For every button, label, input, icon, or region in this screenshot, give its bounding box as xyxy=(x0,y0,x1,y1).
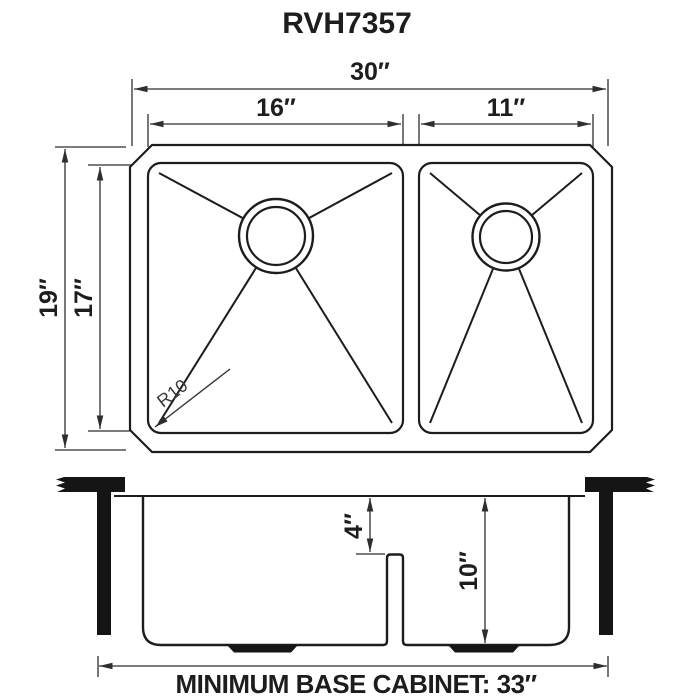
dim-label-bowl-vertical-depth: 10″ xyxy=(455,551,483,591)
dim-overall-width: 30″ xyxy=(131,58,609,146)
countertop-right-section xyxy=(585,477,655,492)
model-number-title: RVH7357 xyxy=(282,7,412,40)
front-section-view: 4″ 10″ MINIMUM BASE CABINET: 33″ xyxy=(56,477,655,699)
sink-outer-rim xyxy=(128,143,614,454)
cabinet-left-panel xyxy=(97,492,111,635)
dim-base-cabinet: MINIMUM BASE CABINET: 33″ xyxy=(97,656,609,699)
dim-overall-depth: 19″ xyxy=(35,146,126,451)
dim-bowl-vertical-depth: 10″ xyxy=(455,498,489,643)
dim-label-bowl-depth: 17″ xyxy=(70,278,98,318)
left-drain-inner xyxy=(245,205,307,267)
left-bowl-outline xyxy=(146,161,405,435)
radius-leader-line xyxy=(154,368,231,428)
dim-label-left-bowl-width: 16″ xyxy=(256,94,296,122)
right-drain-fitting xyxy=(448,645,520,653)
sink-section-profile xyxy=(141,496,571,647)
countertop-left-section xyxy=(56,477,125,492)
dim-left-bowl-width: 16″ xyxy=(147,94,404,147)
base-cabinet-note: MINIMUM BASE CABINET: 33″ xyxy=(175,669,536,699)
right-drain-outer xyxy=(471,202,541,272)
dim-divider-offset: 4″ xyxy=(340,498,385,555)
dim-label-divider-offset: 4″ xyxy=(340,513,368,539)
top-view: 30″ 16″ 11″ 19″ 17″ xyxy=(35,58,614,454)
right-drain-inner xyxy=(478,209,534,265)
left-drain-fitting xyxy=(227,645,298,653)
right-bowl xyxy=(417,161,595,435)
dim-label-right-bowl-width: 11″ xyxy=(487,94,525,122)
dim-bowl-front-depth: 17″ xyxy=(70,164,143,432)
left-bowl xyxy=(146,161,405,435)
right-bowl-outline xyxy=(417,161,595,435)
dim-label-overall-width: 30″ xyxy=(350,58,390,86)
cabinet-right-panel xyxy=(599,492,613,635)
dim-label-overall-depth: 19″ xyxy=(35,278,63,318)
dim-right-bowl-width: 11″ xyxy=(418,94,594,147)
left-drain-outer xyxy=(237,197,315,275)
